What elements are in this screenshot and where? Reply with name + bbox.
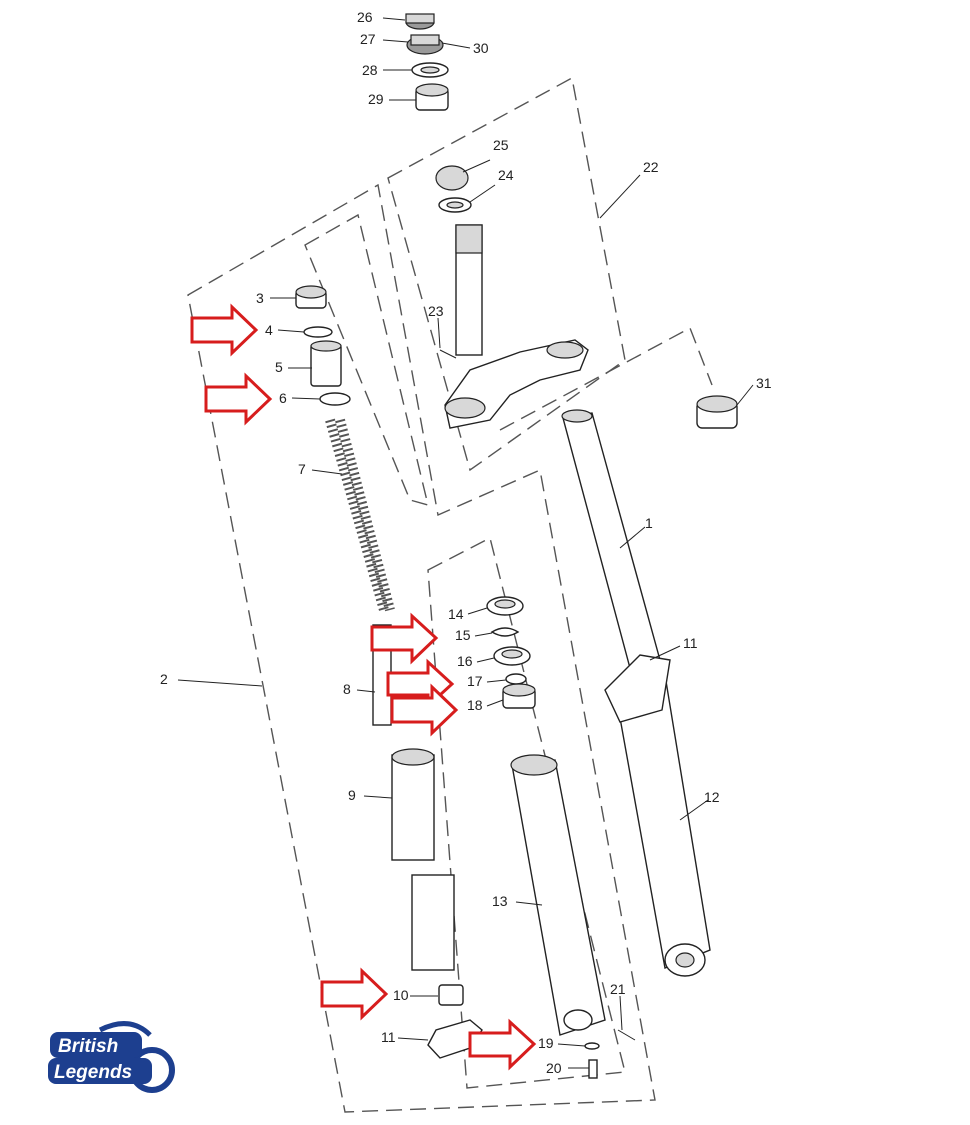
damper-parts (486, 596, 536, 709)
label-22: 22 (643, 159, 659, 175)
stanchion-1-top (561, 409, 593, 423)
logo-text-line1: British (58, 1036, 118, 1057)
label-8: 8 (343, 681, 351, 697)
label-4: 4 (265, 322, 273, 338)
label-15: 15 (455, 627, 471, 643)
o-ring-4 (303, 326, 333, 338)
outer-fork-boundary (187, 183, 656, 1113)
spring-7 (325, 418, 395, 612)
label-27: 27 (360, 31, 376, 47)
bolt-23 (439, 349, 457, 359)
leader-lines (177, 17, 754, 1069)
seal-24-hole (446, 201, 464, 209)
label-13: 13 (492, 893, 508, 909)
logo-motorbike-icon (98, 1021, 152, 1037)
label-25: 25 (493, 137, 509, 153)
stanchion-1 (562, 412, 661, 669)
spacer-5-top (310, 340, 342, 352)
label-12: 12 (704, 789, 720, 805)
lower-yoke (435, 165, 589, 429)
washer-19 (584, 1042, 600, 1050)
arrow-part-4 (190, 303, 259, 357)
slider-axle-hole (675, 952, 695, 968)
cap-31-top (696, 395, 738, 413)
part-labels: 26 27 30 28 29 25 24 22 23 31 3 4 5 6 7 … (160, 9, 772, 1076)
bush-14-hole (494, 599, 516, 609)
tube-9-lower (411, 874, 455, 971)
label-14: 14 (448, 606, 464, 622)
dashed-group-boundaries (187, 76, 713, 1113)
label-20: 20 (546, 1060, 562, 1076)
lower-leg-mouth (510, 754, 558, 776)
label-26: 26 (357, 9, 373, 25)
arrow-part-6 (204, 372, 273, 426)
seal-18-top (502, 683, 536, 697)
stem-thread (455, 224, 483, 254)
label-3: 3 (256, 290, 264, 306)
logo-badge-top (50, 1032, 142, 1058)
fork-cap-31 (696, 395, 738, 429)
label-16: 16 (457, 653, 473, 669)
label-31: 31 (756, 375, 772, 391)
yoke-clamp-left (444, 397, 486, 419)
bush-10 (438, 984, 464, 1006)
tube-9-upper (391, 754, 435, 861)
arrow-part-19 (468, 1018, 537, 1071)
bearing-25 (435, 165, 469, 191)
arrow-part-15 (370, 612, 439, 665)
label-1: 1 (645, 515, 653, 531)
nut-26-body (405, 13, 435, 24)
tube-9-top (391, 748, 435, 766)
inner-fork-boundary (304, 213, 429, 506)
axle-lug (563, 1009, 593, 1031)
washer-6 (319, 392, 351, 406)
nut-30 (410, 34, 440, 46)
label-21: 21 (610, 981, 626, 997)
bolt-21 (617, 1029, 636, 1041)
label-10: 10 (393, 987, 409, 1003)
right-fork-leg (561, 409, 711, 977)
bearing-29-top (415, 83, 449, 97)
bolt-20 (588, 1059, 598, 1079)
clip-17 (505, 673, 527, 685)
label-29: 29 (368, 91, 384, 107)
logo-text-line2: Legends (54, 1062, 132, 1083)
label-11-lower: 11 (381, 1029, 396, 1045)
washer-16-hole (501, 649, 523, 659)
yoke-clamp-right (546, 341, 584, 359)
label-2: 2 (160, 671, 168, 687)
clamp-11-upper (604, 654, 671, 723)
label-11-upper: 11 (683, 635, 698, 651)
cap-3-top (295, 285, 327, 299)
british-legends-logo: British Legends (48, 1021, 175, 1093)
label-6: 6 (279, 390, 287, 406)
label-17: 17 (467, 673, 483, 689)
label-19: 19 (538, 1035, 554, 1051)
label-30: 30 (473, 40, 489, 56)
label-5: 5 (275, 359, 283, 375)
lower-leg-13 (510, 754, 636, 1079)
clip-15 (490, 627, 520, 637)
head-bearing-stack (405, 13, 449, 111)
arrow-part-18 (390, 683, 459, 737)
label-9: 9 (348, 787, 356, 803)
lower-leg-body (511, 759, 606, 1036)
label-28: 28 (362, 62, 378, 78)
label-23: 23 (428, 303, 444, 319)
highlight-arrows (190, 303, 537, 1071)
fork-internals (295, 285, 483, 1059)
logo-badge-bottom (48, 1058, 152, 1084)
arrow-part-10 (320, 967, 389, 1021)
label-24: 24 (498, 167, 514, 183)
label-18: 18 (467, 697, 483, 713)
label-7: 7 (298, 461, 306, 477)
washer-28-hole (420, 66, 440, 74)
